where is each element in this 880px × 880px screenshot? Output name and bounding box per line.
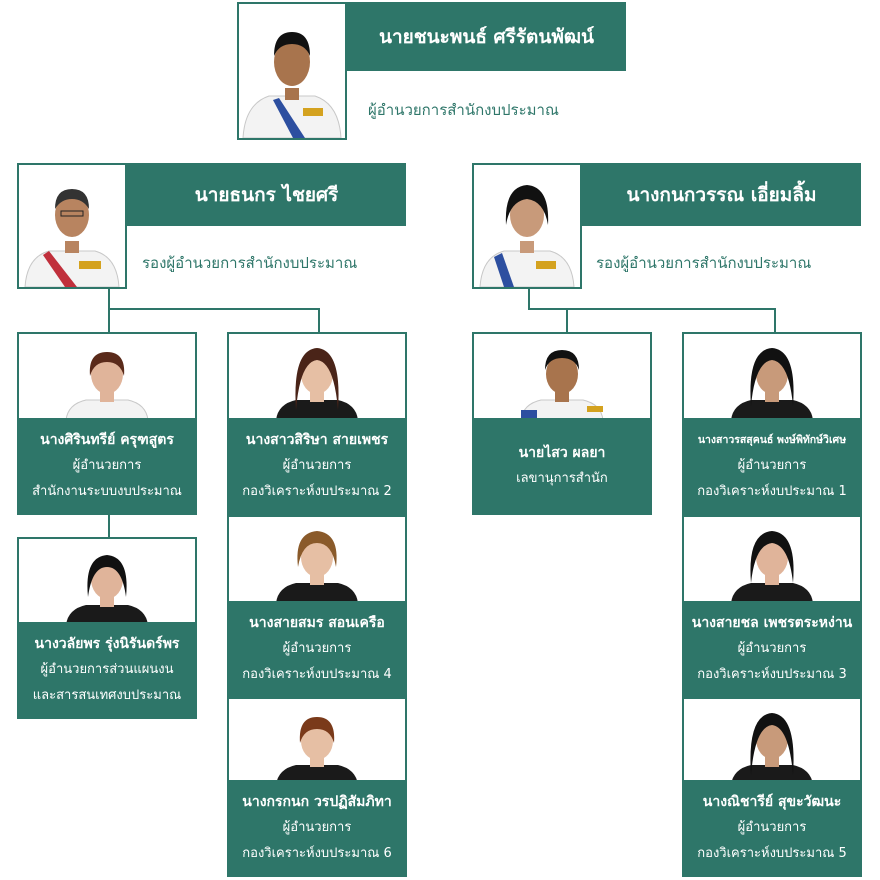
person-silhouette-icon [276,348,358,420]
staff-line1: ผู้อำนวยการ [282,819,352,835]
person-silhouette-icon [479,185,575,287]
staff-photo [229,334,405,420]
staff-photo [684,699,860,785]
staff-line1: ผู้อำนวยการส่วนแผนงน [40,661,174,677]
staff-name: นางกรกนก วรปฏิสัมภิทา [242,793,392,810]
person-silhouette-icon [276,717,358,785]
connector-left-horizontal [108,308,320,310]
staff-photo [19,539,195,625]
staff-card: นางศิรินทรีย์ ครุฑสูตร ผู้อำนวยการ สำนัก… [17,332,197,515]
director-photo [237,2,347,140]
staff-name: นางศิรินทรีย์ ครุฑสูตร [40,431,174,448]
connector-right-horizontal [528,308,776,310]
staff-name: นางวลัยพร รุ่งนิรันดร์พร [34,635,180,652]
deputy-right-name: นางกนกวรรณ เอี่ยมลิ้ม [582,163,861,226]
connector-right-drop-b [774,308,776,334]
staff-photo [229,517,405,603]
connector-right-drop-a [566,308,568,334]
staff-card: นางวลัยพร รุ่งนิรันดร์พร ผู้อำนวยการส่วน… [17,537,197,719]
staff-line1: ผู้อำนวยการ [282,457,352,473]
staff-line2: กองวิเคราะห์งบประมาณ 4 [242,666,392,682]
staff-line1: ผู้อำนวยการ [737,819,807,835]
deputy-left-position: รองผู้อำนวยการสำนักงบประมาณ [142,254,358,272]
staff-line1: ผู้อำนวยการ [737,457,807,473]
person-silhouette-icon [731,531,813,603]
staff-line2: กองวิเคราะห์งบประมาณ 3 [697,666,847,682]
staff-photo [474,334,650,420]
staff-name: นางสาวสิริษา สายเพชร [245,431,389,448]
staff-name: นางสายสมร สอนเครือ [249,614,385,631]
connector-left-drop-b [318,308,320,334]
staff-photo [19,334,195,420]
staff-name: นางสายชล เพชรตระหง่าน [691,614,853,631]
director-position: ผู้อำนวยการสำนักงบประมาณ [368,101,559,119]
staff-card: นายไสว ผลยา เลขานุการสำนัก [472,332,652,515]
person-silhouette-icon [276,531,358,603]
connector-left-chain [108,512,110,540]
staff-line2: และสารสนเทศงบประมาณ [32,687,182,703]
staff-card: นางสาวรสสุคนธ์ พงษ์พิทักษ์วิเศษ ผู้อำนวย… [682,332,862,515]
deputy-right-position: รองผู้อำนวยการสำนักงบประมาณ [596,254,812,272]
person-silhouette-icon [65,352,149,420]
staff-line1: เลขานุการสำนัก [516,470,608,486]
staff-photo [684,334,860,420]
staff-card: นางสายชล เพชรตระหง่าน ผู้อำนวยการ กองวิเ… [682,515,862,698]
staff-line2: กองวิเคราะห์งบประมาณ 5 [697,845,847,861]
staff-line1: ผู้อำนวยการ [737,640,807,656]
person-silhouette-icon [731,348,813,420]
deputy-right-photo [472,163,582,289]
staff-line2: สำนักงานระบบงบประมาณ [32,483,182,499]
connector-left-drop-a [108,308,110,334]
staff-card: นางณิชารีย์ สุขะวัฒนะ ผู้อำนวยการ กองวิเ… [682,697,862,877]
deputy-left-photo [17,163,127,289]
staff-photo [229,699,405,785]
staff-name: นายไสว ผลยา [518,444,606,461]
person-silhouette-icon [242,32,342,138]
staff-photo [684,517,860,603]
connector-left-vertical [108,288,110,310]
staff-name: นางสาวรสสุคนธ์ พงษ์พิทักษ์วิเศษ [697,433,847,446]
staff-line1: ผู้อำนวยการ [282,640,352,656]
staff-card: นางสาวสิริษา สายเพชร ผู้อำนวยการ กองวิเค… [227,332,407,515]
staff-line2: กองวิเคราะห์งบประมาณ 2 [242,483,392,499]
person-silhouette-icon [520,350,604,420]
staff-line1: ผู้อำนวยการ [72,457,142,473]
person-silhouette-icon [731,713,813,785]
staff-name: นางณิชารีย์ สุขะวัฒนะ [702,793,842,810]
staff-line2: กองวิเคราะห์งบประมาณ 1 [697,483,847,499]
staff-card: นางกรกนก วรปฏิสัมภิทา ผู้อำนวยการ กองวิเ… [227,697,407,877]
person-silhouette-icon [24,189,120,287]
director-name: นายชนะพนธ์ ศรีรัตนพัฒน์ [347,2,626,71]
person-silhouette-icon [66,555,148,625]
staff-line2: กองวิเคราะห์งบประมาณ 6 [242,845,392,861]
deputy-left-name: นายธนกร ไชยศรี [127,163,406,226]
connector-right-vertical [528,288,530,310]
staff-card: นางสายสมร สอนเครือ ผู้อำนวยการ กองวิเครา… [227,515,407,698]
